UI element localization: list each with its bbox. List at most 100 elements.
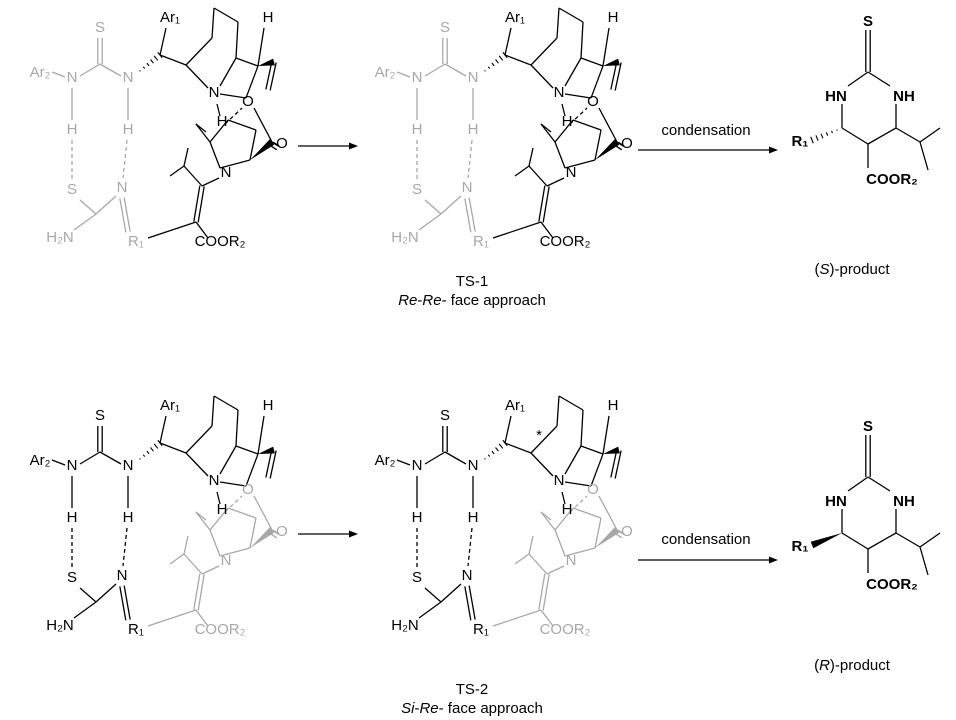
single-bond bbox=[249, 129, 257, 161]
single-bond bbox=[540, 123, 556, 143]
wedge-bond bbox=[810, 533, 842, 549]
hydrogen-bond bbox=[224, 495, 243, 513]
single-bond bbox=[51, 71, 66, 78]
single-bond bbox=[504, 27, 512, 56]
single-bond bbox=[590, 453, 604, 487]
h-label: H bbox=[608, 397, 619, 414]
o-label: O bbox=[276, 135, 288, 152]
double-bond bbox=[464, 586, 472, 621]
double-bond bbox=[617, 141, 625, 147]
single-bond bbox=[95, 195, 117, 215]
ar2-label: Ar₂ bbox=[375, 452, 396, 469]
n-label: N bbox=[117, 179, 128, 196]
single-bond bbox=[561, 491, 566, 505]
ar2-label: Ar₂ bbox=[30, 64, 51, 81]
arrow-head-4 bbox=[769, 556, 778, 564]
paren: ( bbox=[814, 261, 819, 278]
single-bond bbox=[572, 507, 602, 519]
s-label: S bbox=[95, 19, 105, 36]
ts1-label: TS-1 bbox=[456, 273, 489, 290]
h-label: H bbox=[412, 121, 423, 138]
single-bond bbox=[201, 565, 220, 575]
single-bond bbox=[528, 535, 534, 555]
single-bond bbox=[504, 54, 532, 66]
single-bond bbox=[253, 495, 273, 531]
double-bond bbox=[538, 573, 546, 610]
hydrogen-bond bbox=[467, 139, 473, 179]
single-bond bbox=[867, 127, 897, 145]
hash bbox=[153, 443, 159, 449]
single-bond bbox=[440, 583, 462, 603]
coor2-label: COOR₂ bbox=[195, 621, 246, 638]
hash bbox=[815, 135, 819, 141]
single-bond bbox=[540, 511, 552, 521]
single-bond bbox=[219, 93, 247, 99]
hashed-wedge-bond bbox=[139, 51, 163, 72]
ts1-face-approach: Re-Re- face approach bbox=[398, 292, 546, 309]
double-bond bbox=[272, 141, 280, 147]
h-label: H bbox=[562, 113, 573, 130]
double-bond bbox=[617, 529, 625, 535]
single-bond bbox=[185, 37, 213, 66]
o-label: O bbox=[621, 523, 633, 540]
h-label: H bbox=[67, 509, 78, 526]
double-bond bbox=[272, 529, 280, 535]
r1-label: R₁ bbox=[128, 621, 144, 638]
n-label: N bbox=[468, 457, 479, 474]
n-label: N bbox=[566, 164, 577, 181]
single-bond bbox=[424, 199, 442, 215]
h-label: H bbox=[263, 397, 274, 414]
hash bbox=[150, 59, 154, 64]
n-label: N bbox=[412, 69, 423, 86]
double-bond bbox=[193, 185, 201, 222]
single-bond bbox=[257, 415, 265, 455]
single-bond bbox=[564, 93, 592, 99]
single-bond bbox=[514, 553, 530, 565]
single-bond bbox=[602, 27, 610, 67]
single-bond bbox=[245, 453, 259, 487]
h2n-label: H₂N bbox=[391, 229, 419, 246]
single-bond bbox=[424, 63, 446, 77]
n-label: N bbox=[123, 69, 134, 86]
single-bond bbox=[594, 129, 602, 161]
bottom-row: condensation TS-2 Si-Re- face approach (… bbox=[298, 530, 891, 717]
hash bbox=[487, 454, 491, 457]
bonds-layer bbox=[51, 7, 941, 627]
hashed-wedge-bond bbox=[810, 129, 838, 144]
wedge-bond bbox=[250, 139, 275, 160]
s-label: S bbox=[863, 418, 873, 435]
single-bond bbox=[847, 476, 869, 492]
coor2-label: COOR₂ bbox=[195, 233, 246, 250]
single-bond bbox=[418, 601, 442, 619]
single-bond bbox=[530, 452, 554, 477]
single-bond bbox=[540, 511, 556, 531]
double-bond bbox=[610, 61, 618, 90]
hash bbox=[498, 55, 504, 61]
single-bond bbox=[841, 127, 869, 145]
double-bond bbox=[615, 533, 623, 539]
transition-state-structure bbox=[396, 7, 625, 239]
hash bbox=[484, 70, 486, 72]
hash bbox=[495, 447, 499, 452]
wedge-bond bbox=[595, 139, 620, 160]
single-bond bbox=[249, 517, 257, 549]
hydrogen-bond bbox=[569, 107, 588, 125]
single-bond bbox=[554, 507, 574, 531]
n-label: N bbox=[221, 164, 232, 181]
single-bond bbox=[159, 442, 187, 454]
h-label: H bbox=[67, 121, 78, 138]
ar1-label: Ar₁ bbox=[505, 397, 525, 414]
single-bond bbox=[51, 459, 66, 466]
hash bbox=[487, 66, 491, 69]
single-bond bbox=[895, 127, 921, 143]
transition-state-structure bbox=[51, 395, 280, 627]
product-rest: )-product bbox=[830, 657, 891, 674]
single-bond bbox=[195, 123, 207, 133]
single-bond bbox=[99, 451, 122, 465]
double-bond bbox=[542, 574, 550, 611]
single-bond bbox=[209, 141, 221, 169]
single-bond bbox=[554, 141, 566, 169]
single-bond bbox=[396, 459, 411, 466]
single-bond bbox=[895, 532, 921, 548]
